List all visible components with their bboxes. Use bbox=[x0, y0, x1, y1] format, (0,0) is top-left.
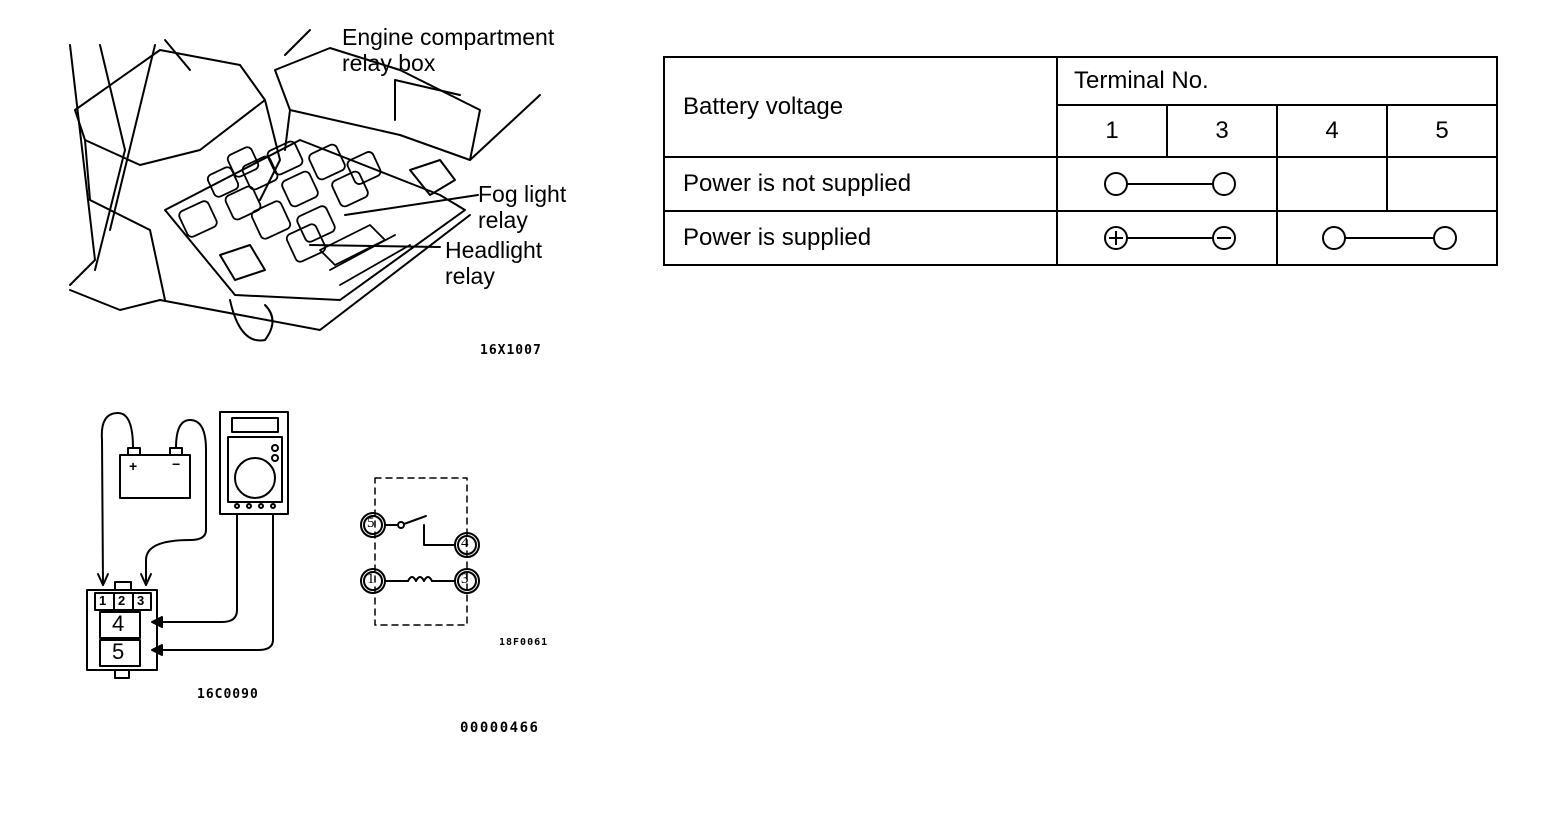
empty-cell-5-row1 bbox=[1386, 156, 1498, 212]
battery-minus-label: − bbox=[172, 456, 181, 472]
test-figure-code: 16C0090 bbox=[197, 687, 259, 702]
continuity-symbol bbox=[1322, 226, 1457, 250]
battery-plus-label: + bbox=[129, 458, 138, 474]
connector-terminal-5: 5 bbox=[112, 639, 125, 664]
terminal-header-4: 4 bbox=[1276, 104, 1388, 158]
fog-light-relay-label: Fog light relay bbox=[478, 181, 566, 233]
terminal-header-5: 5 bbox=[1386, 104, 1498, 158]
continuity-1-3-row1 bbox=[1056, 156, 1278, 212]
continuity-4-5-row2 bbox=[1276, 210, 1498, 266]
row-label-power-not-supplied: Power is not supplied bbox=[663, 156, 1058, 212]
connector-terminal-3: 3 bbox=[137, 593, 145, 608]
fog-light-leader bbox=[344, 194, 479, 216]
headlight-leader bbox=[309, 244, 441, 248]
terminal-no-header: Terminal No. bbox=[1056, 56, 1498, 106]
relay-figure-code: 16X1007 bbox=[480, 343, 542, 358]
continuity-symbol bbox=[1104, 172, 1236, 196]
headlight-relay-label-line2: relay bbox=[445, 263, 495, 289]
fog-light-relay-label-line1: Fog light bbox=[478, 181, 567, 207]
connector-terminal-1: 1 bbox=[99, 593, 107, 608]
relay-box-label-line1: Engine compartment bbox=[342, 24, 555, 50]
headlight-relay-label-line1: Headlight bbox=[445, 237, 543, 263]
relay-inspection-table: Battery voltage Terminal No. 1 3 4 5 Pow… bbox=[663, 56, 1498, 266]
document-code: 00000466 bbox=[460, 720, 540, 736]
battery-connection-symbol bbox=[1104, 226, 1236, 250]
schematic-terminal-4: 4 bbox=[461, 535, 469, 551]
table-corner-label: Battery voltage bbox=[663, 56, 1058, 158]
terminal-header-1: 1 bbox=[1056, 104, 1168, 158]
empty-cell-4-row1 bbox=[1276, 156, 1388, 212]
battery-1-3-row2 bbox=[1056, 210, 1278, 266]
fog-light-relay-label-line2: relay bbox=[478, 207, 528, 233]
table-row: Power is not supplied bbox=[663, 156, 1498, 212]
schematic-terminal-3: 3 bbox=[461, 571, 469, 587]
relay-blocks bbox=[178, 140, 411, 286]
relay-box-label: Engine compartment relay box bbox=[342, 24, 554, 76]
terminal-header-3: 3 bbox=[1166, 104, 1278, 158]
connector-terminal-2: 2 bbox=[118, 593, 126, 608]
schematic-terminal-1: 1 bbox=[367, 571, 375, 587]
schematic-terminal-5: 5 bbox=[367, 515, 375, 531]
table-row: Power is supplied bbox=[663, 210, 1498, 266]
relay-box-illustration bbox=[69, 29, 541, 342]
relay-box-label-line2: relay box bbox=[342, 50, 436, 76]
test-setup-illustration bbox=[86, 411, 289, 679]
schematic-figure-code: 18F0061 bbox=[499, 637, 549, 648]
connector-terminal-4: 4 bbox=[112, 611, 125, 636]
relay-schematic bbox=[360, 477, 480, 626]
headlight-relay-label: Headlight relay bbox=[445, 237, 542, 289]
row-label-power-supplied: Power is supplied bbox=[663, 210, 1058, 266]
